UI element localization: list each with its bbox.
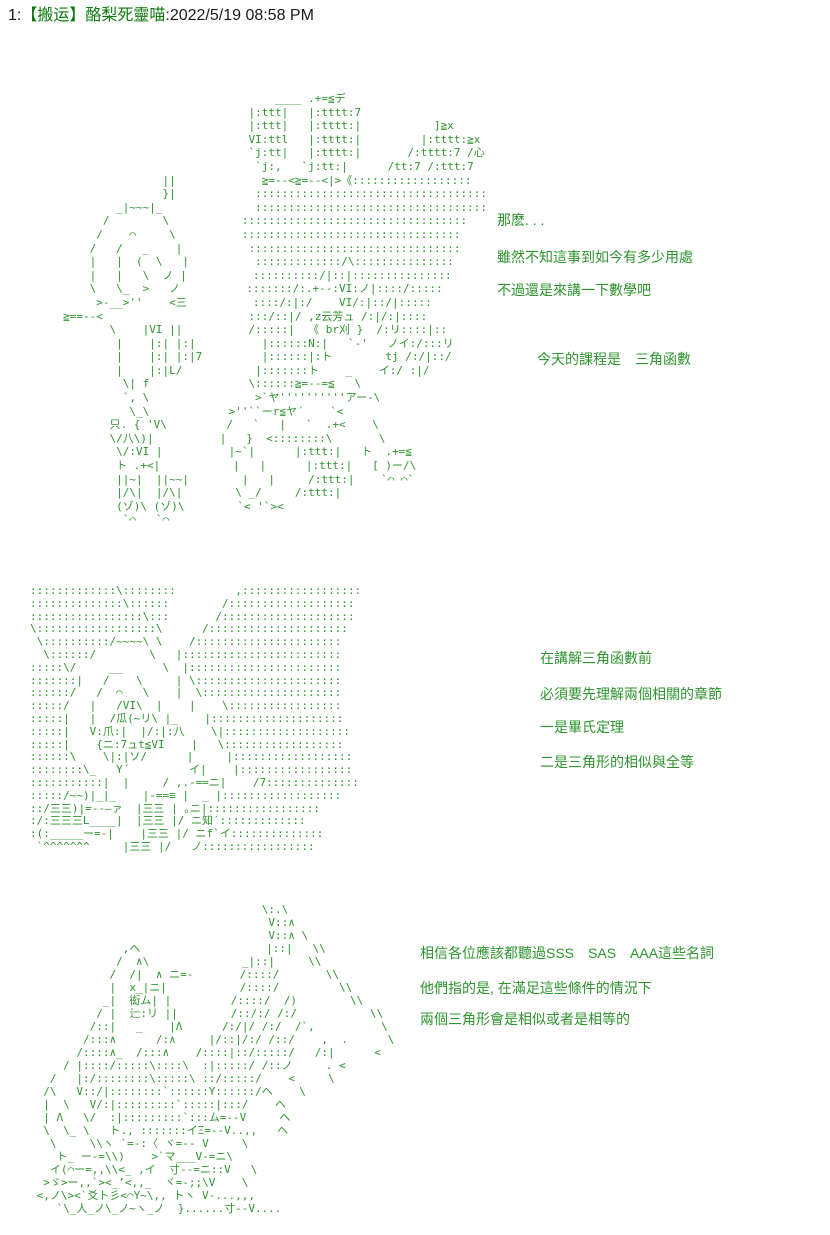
panel1-dialogue-2: 雖然不知這事到如今有多少用處 [497, 249, 693, 265]
post-timestamp: 2022/5/19 08:58 PM [169, 7, 314, 24]
panel3-dialogue-3: 兩個三角形會是相似或者是相等的 [420, 1011, 630, 1027]
panel1-dialogue-3: 不過還是來講一下數學吧 [497, 282, 651, 298]
post-number: 1: [8, 7, 22, 24]
ascii-art-panel-2: :::::::::::::\:::::::: ,::::::::::::::::… [30, 584, 362, 853]
panel1-dialogue-1: 那麽. . . [497, 212, 545, 228]
panel2-dialogue-1: 在講解三角函數前 [540, 650, 652, 666]
panel1-dialogue-4: 今天的課程是 三角函數 [537, 351, 691, 367]
post-header: 1:【搬运】酪梨死靈喵:2022/5/19 08:58 PM [8, 6, 314, 26]
panel3-dialogue-2: 他們指的是, 在滿足這些條件的情況下 [420, 980, 652, 996]
post-separator: : [165, 7, 170, 24]
panel2-dialogue-3: 一是畢氏定理 [540, 719, 624, 735]
panel2-dialogue-4: 二是三角形的相似與全等 [540, 754, 694, 770]
panel3-dialogue-1: 相信各位應該都聽過SSS SAS AAA這些名詞 [420, 945, 715, 961]
post-author: 【搬运】酪梨死靈喵 [21, 7, 166, 24]
ascii-art-panel-1: ____ .+=≦デ |:ttt| |:tttt:7 |:ttt| |:tttt… [63, 92, 487, 527]
panel2-dialogue-2: 必須要先理解兩個相關的章節 [540, 686, 722, 702]
ascii-art-panel-3: \:.\ V::∧ V::∧ \ ,ヘ |::| \\ / ∧\ _|::| \… [36, 903, 395, 1215]
